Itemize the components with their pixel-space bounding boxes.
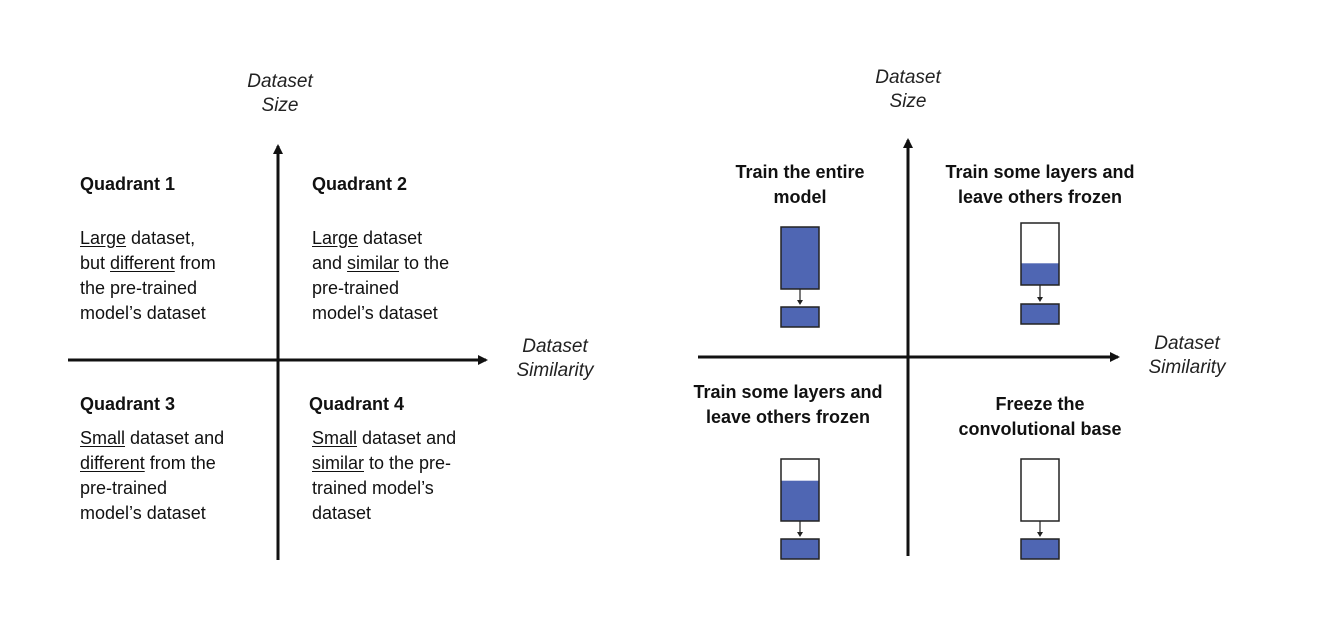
strategy-4-arrow-head — [1037, 532, 1043, 537]
description-line: model’s dataset — [312, 301, 449, 326]
description-text: trained model’s — [312, 478, 434, 498]
description-text: dataset, — [126, 228, 196, 248]
quadrant-2-title: Quadrant 2 — [312, 174, 408, 194]
description-line: pre-trained — [80, 476, 224, 501]
description-line: similar to the pre- — [312, 451, 456, 476]
underlined-term: different — [80, 453, 145, 473]
description-line: dataset — [312, 501, 456, 526]
strategy-4-base-frozen — [1021, 459, 1059, 521]
strategy-3-arrow-head — [797, 532, 803, 537]
left-y-axis-label: Dataset Size — [247, 71, 313, 116]
underlined-term: similar — [347, 253, 400, 273]
description-text: and — [312, 253, 348, 273]
quadrant-1-title: Quadrant 1 — [80, 174, 176, 194]
strategy-4-classifier-block — [1020, 538, 1060, 560]
underlined-term: Small — [80, 428, 126, 448]
strategy-4-title: Freeze the convolutional base — [958, 394, 1122, 439]
description-line: Large dataset, — [80, 226, 216, 251]
strategy-1-title: Train the entire model — [735, 162, 865, 207]
strategy-1-classifier-block — [780, 306, 820, 328]
description-line: Small dataset and — [312, 426, 456, 451]
description-text: to the — [399, 253, 450, 273]
description-text: dataset — [358, 228, 423, 248]
underlined-term: similar — [312, 453, 364, 473]
description-text: from — [174, 253, 216, 273]
description-text: model’s dataset — [80, 303, 206, 323]
description-text: dataset and — [125, 428, 225, 448]
description-line: different from the — [80, 451, 224, 476]
description-line: Small dataset and — [80, 426, 224, 451]
underlined-term: different — [110, 253, 175, 273]
description-line: pre-trained — [312, 276, 449, 301]
left-x-axis-label: Dataset Similarity — [516, 336, 594, 381]
strategy-3-title: Train some layers and leave others froze… — [693, 382, 883, 427]
description-text: dataset and — [357, 428, 457, 448]
description-text: pre-trained — [312, 278, 400, 298]
description-line: trained model’s — [312, 476, 456, 501]
underlined-term: Large — [312, 228, 359, 248]
description-line: Large dataset — [312, 226, 449, 251]
right-y-axis-label: Dataset Size — [875, 67, 941, 112]
right-x-axis-label: Dataset Similarity — [1148, 333, 1226, 378]
description-text: the pre-trained — [80, 278, 198, 298]
strategy-2-arrow-head — [1037, 297, 1043, 302]
underlined-term: Large — [80, 228, 127, 248]
description-line: and similar to the — [312, 251, 449, 276]
description-text: model’s dataset — [80, 503, 206, 523]
strategy-1-base-trained — [781, 227, 819, 289]
strategy-3-classifier-block — [780, 538, 820, 560]
description-line: model’s dataset — [80, 301, 216, 326]
description-text: but — [80, 253, 111, 273]
quadrant-3-title: Quadrant 3 — [80, 394, 176, 414]
description-text: model’s dataset — [312, 303, 438, 323]
strategy-2-base-trained — [1021, 263, 1059, 285]
quadrant-4-title: Quadrant 4 — [309, 394, 405, 414]
description-text: to the pre- — [364, 453, 452, 473]
description-text: pre-trained — [80, 478, 168, 498]
description-line: the pre-trained — [80, 276, 216, 301]
strategy-3-base-trained — [781, 480, 819, 521]
description-line: model’s dataset — [80, 501, 224, 526]
strategy-1-arrow-head — [797, 300, 803, 305]
strategy-2-classifier-block — [1020, 303, 1060, 325]
description-text: dataset — [312, 503, 372, 523]
description-line: but different from — [80, 251, 216, 276]
underlined-term: Small — [312, 428, 358, 448]
description-text: from the — [144, 453, 216, 473]
strategy-2-title: Train some layers and leave others froze… — [945, 162, 1135, 207]
